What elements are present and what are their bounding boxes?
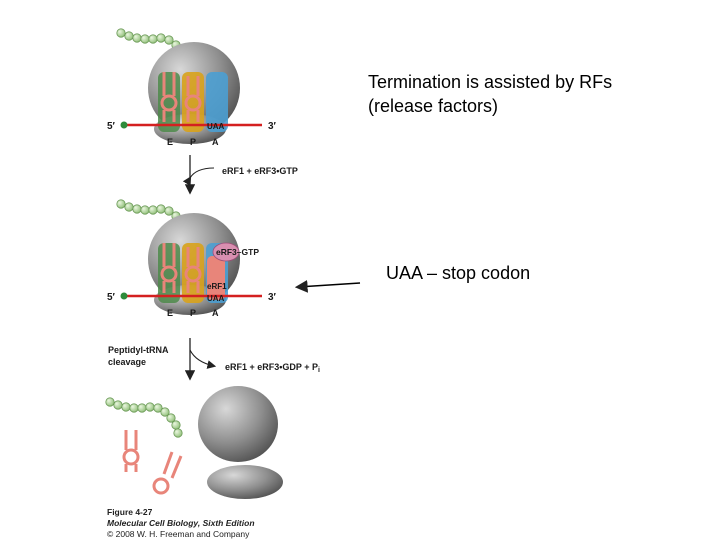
released-trna-2 <box>152 451 183 495</box>
caption-figure-number: Figure 4-27 <box>107 507 153 517</box>
mrna-5-prime-cap <box>120 292 128 300</box>
trna-e-site <box>160 72 178 122</box>
title-line-2: (release factors) <box>368 96 499 116</box>
site-e-label: E <box>167 137 173 147</box>
trna-e-site <box>160 243 178 293</box>
trna-p-site <box>184 247 202 293</box>
figure-caption: Figure 4-27 Molecular Cell Biology, Sixt… <box>107 507 255 540</box>
step-2-products: eRF1 + eRF3•GDP + Pi <box>225 362 320 374</box>
released-trna-1 <box>122 430 140 472</box>
released-peptide-chain <box>105 397 183 438</box>
stop-codon-note: UAA – stop codon <box>386 263 531 283</box>
erf3-gtp-protein <box>212 242 240 262</box>
site-p-label: P <box>190 137 196 147</box>
released-large-subunit <box>198 386 278 462</box>
step-1-reagents: eRF1 + eRF3•GTP <box>222 166 298 176</box>
title-line-1: Termination is assisted by RFs <box>368 72 613 92</box>
step-2-products-main: eRF1 + eRF3•GDP + P <box>225 362 318 372</box>
trna-p-site <box>184 76 202 122</box>
stop-codon-pointer-arrow <box>294 279 361 293</box>
caption-book: Molecular Cell Biology, Sixth Edition <box>107 518 255 528</box>
site-a-label: A <box>212 137 219 147</box>
end-5-label: 5′ <box>107 121 116 132</box>
mrna-5-prime-cap <box>120 121 128 129</box>
released-small-subunit <box>207 465 283 499</box>
erf1-label: eRF1 <box>207 282 227 291</box>
panel-3-released-products <box>105 386 283 499</box>
erf1-protein <box>207 256 225 300</box>
step-2-products-subscript: i <box>318 367 320 374</box>
site-e-label: E <box>167 308 173 318</box>
end-5-label: 5′ <box>107 292 116 303</box>
codon-label: UAA <box>207 294 225 303</box>
step-2-label-line-1: Peptidyl-tRNA <box>108 345 169 355</box>
end-3-label: 3′ <box>268 121 277 132</box>
step-2-label-line-2: cleavage <box>108 357 146 367</box>
end-3-label: 3′ <box>268 292 277 303</box>
slide-title: Termination is assisted by RFs (release … <box>368 70 612 118</box>
site-a-label: A <box>212 308 219 318</box>
panel-2-release-factor-bound: eRF3–GTP eRF1 5′ 3′ UAA E P A <box>107 199 277 318</box>
codon-label: UAA <box>207 122 225 131</box>
a-site <box>206 72 228 132</box>
erf3-gtp-label: eRF3–GTP <box>216 247 259 257</box>
step-2-arrow: Peptidyl-tRNA cleavage eRF1 + eRF3•GDP +… <box>108 338 320 381</box>
caption-copyright: © 2008 W. H. Freeman and Company <box>107 529 250 539</box>
step-1-arrow: eRF1 + eRF3•GTP <box>182 155 298 195</box>
panel-1-ribosome-with-stop-codon: 5′ 3′ UAA E P A <box>107 28 277 147</box>
site-p-label: P <box>190 308 196 318</box>
